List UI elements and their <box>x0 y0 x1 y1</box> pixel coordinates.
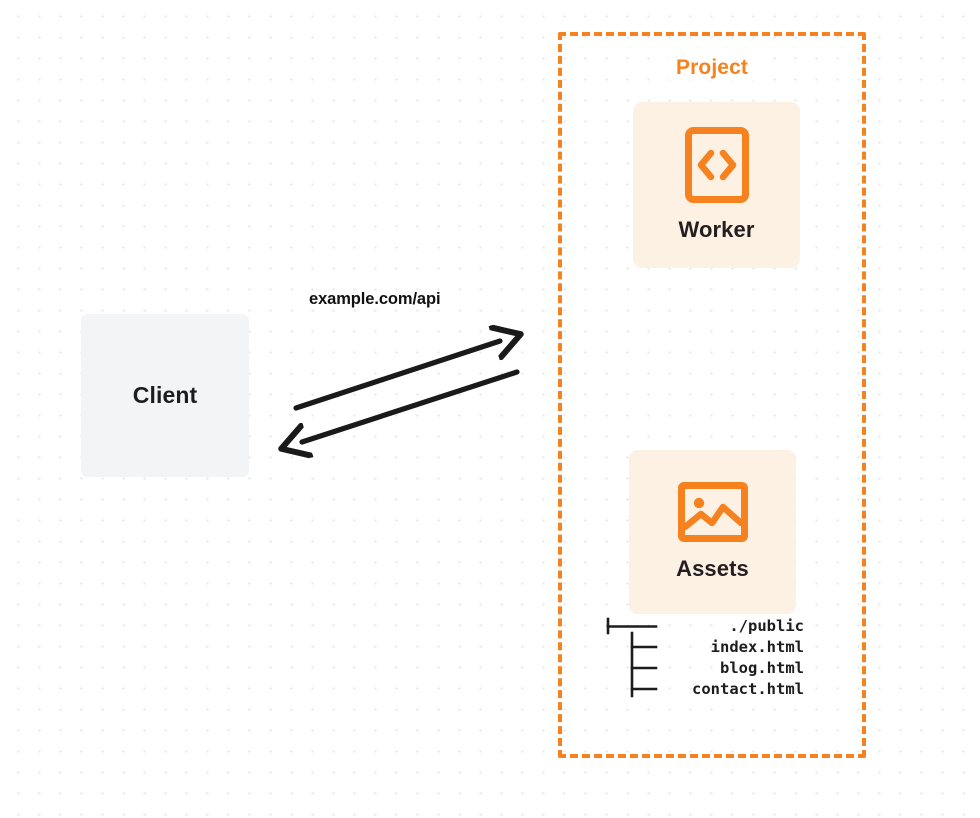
client-node[interactable]: Client <box>81 314 249 477</box>
tree-row-root: ./public <box>604 616 804 637</box>
tree-file-name: index.html <box>710 638 804 656</box>
tree-root-name: ./public <box>729 617 804 635</box>
image-picture-icon <box>677 482 748 542</box>
assets-node-label: Assets <box>676 556 749 581</box>
code-brackets-icon <box>684 127 749 203</box>
arrow-request <box>293 341 500 411</box>
tree-connector-lines <box>606 617 658 698</box>
arrow-response <box>302 369 520 442</box>
tree-file-name: contact.html <box>692 680 804 698</box>
assets-node[interactable]: Assets <box>629 450 796 614</box>
connection-label: example.com/api <box>309 290 441 308</box>
client-node-label: Client <box>132 382 198 408</box>
tree-row: blog.html <box>604 658 804 679</box>
assets-file-tree: ./public index.html blog.html contact.ht… <box>604 616 804 700</box>
project-title: Project <box>669 56 755 80</box>
tree-row: contact.html <box>604 679 804 700</box>
worker-node[interactable]: Worker <box>633 102 800 268</box>
worker-node-label: Worker <box>678 217 755 242</box>
project-container: Project <box>558 32 866 758</box>
tree-file-name: blog.html <box>720 659 804 677</box>
tree-row: index.html <box>604 637 804 658</box>
